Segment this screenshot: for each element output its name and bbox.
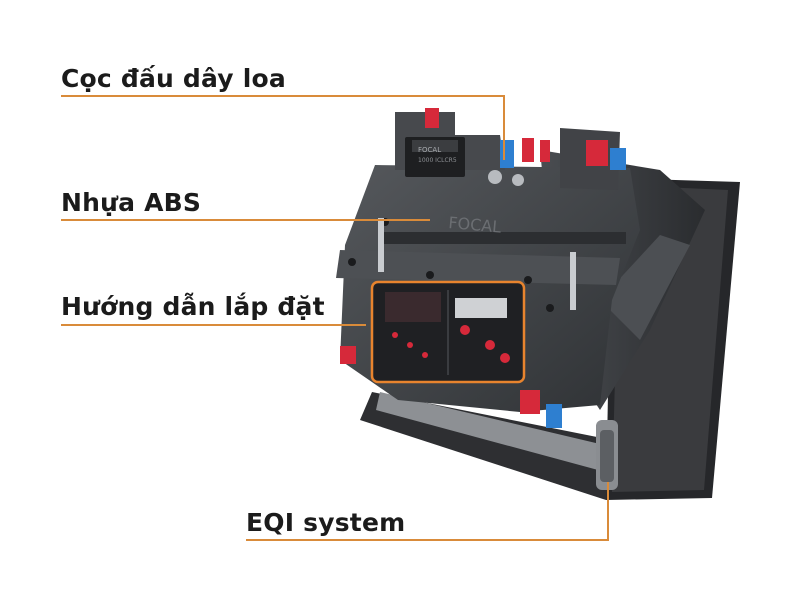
- installation-guide-panel: [370, 280, 526, 384]
- model-number: 1000 ICLCR5: [418, 157, 457, 164]
- speaker-terminals: [340, 108, 626, 428]
- callout-abs-label: Nhựa ABS: [61, 188, 202, 217]
- leader-lines: [61, 95, 609, 541]
- callout-eqi-label: EQI system: [246, 508, 406, 537]
- callout-guide-label: Hướng dẫn lắp đặt: [61, 292, 325, 321]
- brand-logo: FOCAL: [448, 213, 502, 237]
- model-label: FOCAL: [418, 146, 441, 154]
- callout-terminal-label: Cọc đấu dây loa: [61, 64, 286, 93]
- eqi-system-knob: [596, 420, 618, 490]
